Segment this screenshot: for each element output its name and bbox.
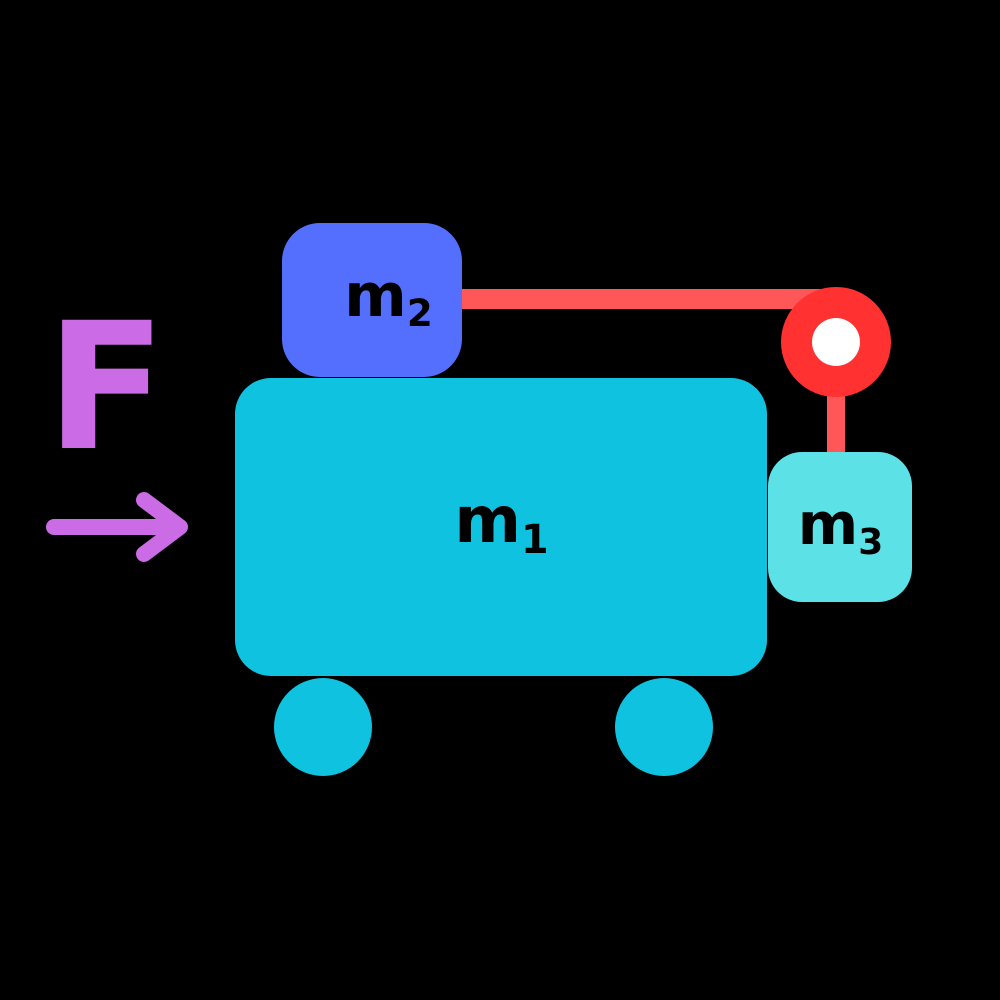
force-arrow-head: [136, 492, 188, 562]
m2-label-subscript: 2: [406, 291, 433, 336]
m1-label-subscript: 1: [521, 517, 549, 564]
m3-label-subscript: 3: [858, 522, 883, 564]
m1-label: m1: [454, 489, 548, 560]
cart-block-m1: m1: [235, 378, 767, 676]
force-label: F: [46, 285, 167, 490]
m3-label: m3: [798, 495, 883, 561]
m2-label: m2: [344, 266, 432, 332]
cart-wheel-left: [274, 678, 372, 776]
m1-label-base: m: [454, 484, 521, 558]
block-m3: m3: [768, 452, 912, 602]
block-m2: m2: [282, 223, 462, 377]
force-arrow: [46, 492, 188, 562]
cart-wheel-right: [615, 678, 713, 776]
m2-label-base: m: [344, 261, 407, 331]
pulley-axle: [812, 318, 860, 366]
m3-label-base: m: [797, 490, 858, 558]
